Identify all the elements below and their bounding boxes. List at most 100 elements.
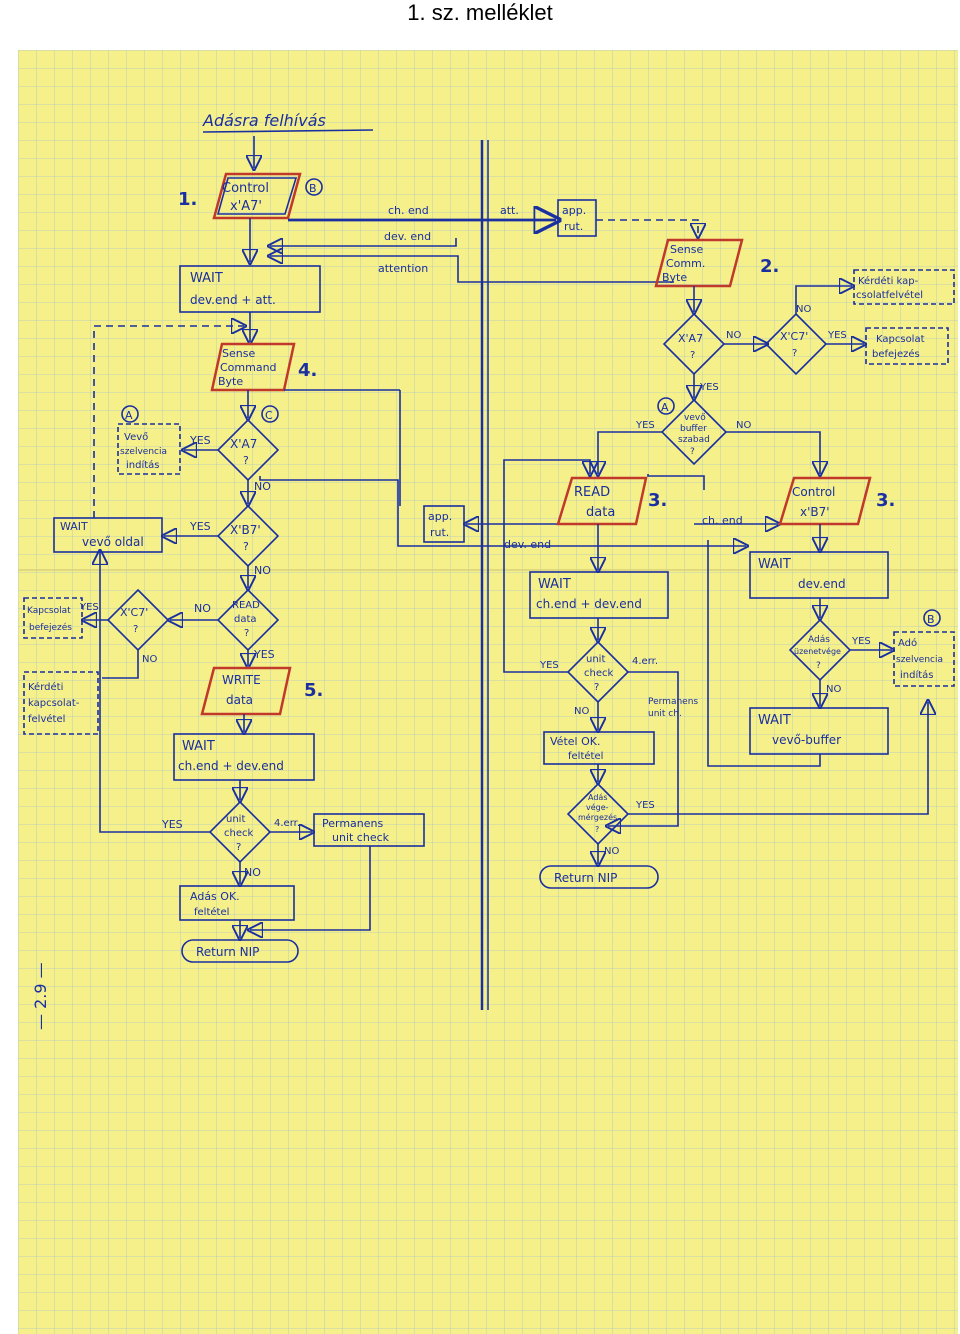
wait1-label-2: dev.end + att.	[190, 293, 276, 307]
rxc7-no: NO	[796, 304, 811, 315]
line-buffer-no	[726, 431, 820, 474]
app-rut-top-2: rut.	[564, 220, 583, 233]
wait-ch-block[interactable]	[529, 571, 669, 619]
sense-right-block[interactable]	[654, 238, 744, 288]
app-rut-mid-2: rut.	[430, 526, 449, 539]
sense-right-3: Byte	[662, 271, 687, 284]
wait-buffer-block[interactable]	[749, 707, 889, 755]
buffer-label-1: vevő	[684, 413, 706, 423]
number-3b: 3.	[876, 490, 895, 511]
xa7-yes: YES	[189, 434, 211, 447]
write-label-2: data	[226, 693, 253, 707]
control-label-2: x'A7'	[230, 199, 262, 214]
adasvege-no: NO	[604, 846, 619, 857]
write-label-1: WRITE	[222, 673, 261, 687]
control-right-2: x'B7'	[800, 505, 830, 519]
app-rut-top[interactable]	[557, 199, 597, 237]
attention-label: attention	[378, 262, 428, 275]
wait-ch-1: WAIT	[538, 577, 571, 592]
ado-block[interactable]	[893, 631, 955, 687]
ado-3: indítás	[900, 669, 934, 681]
buffer-yes: YES	[635, 420, 655, 431]
connector-B-label: B	[309, 182, 317, 195]
xb7-no: NO	[254, 564, 271, 577]
uzenet-no: NO	[826, 684, 841, 695]
decision-read-label-2: data	[234, 614, 257, 625]
buffer-label-2: buffer	[680, 424, 707, 434]
adas-ok-label-1: Adás OK.	[190, 890, 240, 903]
page-marker: — 2.9 —	[31, 962, 50, 1030]
sense-label-2: Command	[220, 361, 277, 374]
adasvege-1: Adás	[588, 793, 607, 802]
adasvege-yes: YES	[635, 800, 655, 811]
unit-label-3: ?	[236, 842, 241, 853]
adas-ok-block[interactable]	[179, 885, 295, 921]
control-right-1: Control	[792, 485, 835, 499]
line-runit-err	[608, 671, 679, 826]
decision-xc7-label-1: X'C7'	[120, 606, 148, 619]
wait1-label-1: WAIT	[190, 271, 223, 286]
number-4: 4.	[298, 360, 317, 381]
line-adasvege-yes	[628, 702, 928, 815]
line-dev-end-right	[259, 476, 746, 546]
dev-end-label: dev. end	[384, 230, 431, 243]
dashed-app-sense	[596, 219, 698, 236]
buffer-no: NO	[736, 420, 751, 431]
line-runit-yes	[503, 459, 590, 673]
connector-A-right-label: A	[661, 401, 669, 414]
decision-buffer[interactable]	[660, 398, 728, 466]
return-left-block[interactable]	[181, 939, 299, 963]
vetel-1: Vétel OK.	[550, 735, 600, 748]
line-unit-yes-loop	[100, 552, 210, 833]
perm-block[interactable]	[313, 813, 425, 847]
decision-read-label-1: READ	[232, 600, 260, 611]
adasvege-4: ?	[595, 825, 599, 834]
control-block[interactable]	[212, 172, 302, 220]
read-no: NO	[194, 602, 211, 615]
kerdeti-block[interactable]	[23, 671, 99, 735]
wait-vevo-block[interactable]	[53, 517, 163, 553]
wait-dev-block[interactable]	[749, 551, 889, 599]
runit-2: check	[584, 668, 613, 679]
return-right-block[interactable]	[539, 865, 659, 889]
vevo-label-2: szelvencia	[120, 447, 167, 457]
heading-underline	[202, 129, 374, 133]
rxa7-label-1: X'A7	[678, 332, 703, 345]
write-block[interactable]	[200, 666, 292, 716]
kerdeti-right-block[interactable]	[853, 269, 955, 305]
runit-no: NO	[574, 706, 589, 717]
rxc7-yes: YES	[827, 330, 847, 341]
rxa7-no: NO	[726, 330, 741, 341]
unit-yes: YES	[161, 818, 183, 831]
connector-B-right-label: B	[927, 613, 935, 626]
kapcsolat-label-1: Kapcsolat	[27, 606, 71, 616]
kapcsolat-block[interactable]	[23, 597, 83, 639]
control-right-block[interactable]	[778, 476, 872, 526]
att-label: att.	[500, 204, 519, 217]
connector-A-right	[657, 397, 675, 415]
decision-read-label-3: ?	[244, 628, 249, 639]
vevo-label-1: Vevő	[124, 431, 148, 443]
page-title: 1. sz. melléklet	[407, 0, 553, 25]
adasvege-2: vége-	[586, 802, 609, 812]
line-read-loop	[647, 474, 705, 490]
read-right-block[interactable]	[556, 476, 648, 526]
unit-err4: 4.err.	[274, 818, 300, 829]
runit-1: unit	[586, 654, 605, 665]
line-dev-end-top	[270, 238, 457, 246]
line-buffer-yes	[598, 431, 662, 474]
decision-right-xc7[interactable]	[764, 312, 828, 376]
decision-xc7-label-2: ?	[133, 624, 138, 635]
connector-B-right	[923, 609, 941, 627]
wait2-block[interactable]	[173, 733, 315, 781]
vetel-block[interactable]	[543, 731, 655, 765]
kerdeti-right-1: Kérdéti kap-	[858, 275, 919, 287]
sense-label-3: Byte	[218, 375, 243, 388]
adasvege-3: mérgezés	[578, 812, 617, 822]
number-5: 5.	[304, 680, 323, 701]
kapcsolat-right-2: befejezés	[872, 348, 920, 360]
rperm-1: Permanens	[648, 697, 698, 707]
kapcsolat-right-block[interactable]	[865, 327, 949, 365]
unit-label-1: unit	[226, 814, 245, 825]
connector-B	[305, 178, 323, 196]
